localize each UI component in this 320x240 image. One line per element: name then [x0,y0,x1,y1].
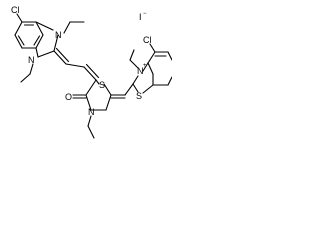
iodide-label: I [139,12,142,22]
structure-svg: Cl N N O S N S N + Cl I − [11,5,172,139]
atom-n-center: N [88,107,95,117]
benzothiazolium-bonds [129,43,172,94]
benzimidazole-bonds [14,13,85,83]
atom-n-top: N [55,30,62,40]
thiazolidinone-bonds [72,79,134,139]
atom-o: O [65,92,72,102]
atom-n-right: N [137,66,144,76]
negative-charge: − [143,11,147,17]
positive-charge: + [143,63,147,69]
atom-s-center: S [99,80,105,90]
atom-n-bottom: N [28,55,35,65]
molecule-drawing: Cl N N O S N S N + Cl I − [0,0,172,200]
atom-s-right: S [136,91,142,101]
vinyl-chain-bonds [53,47,100,81]
atom-cl-right: Cl [143,35,152,45]
atom-cl-left: Cl [11,5,20,15]
